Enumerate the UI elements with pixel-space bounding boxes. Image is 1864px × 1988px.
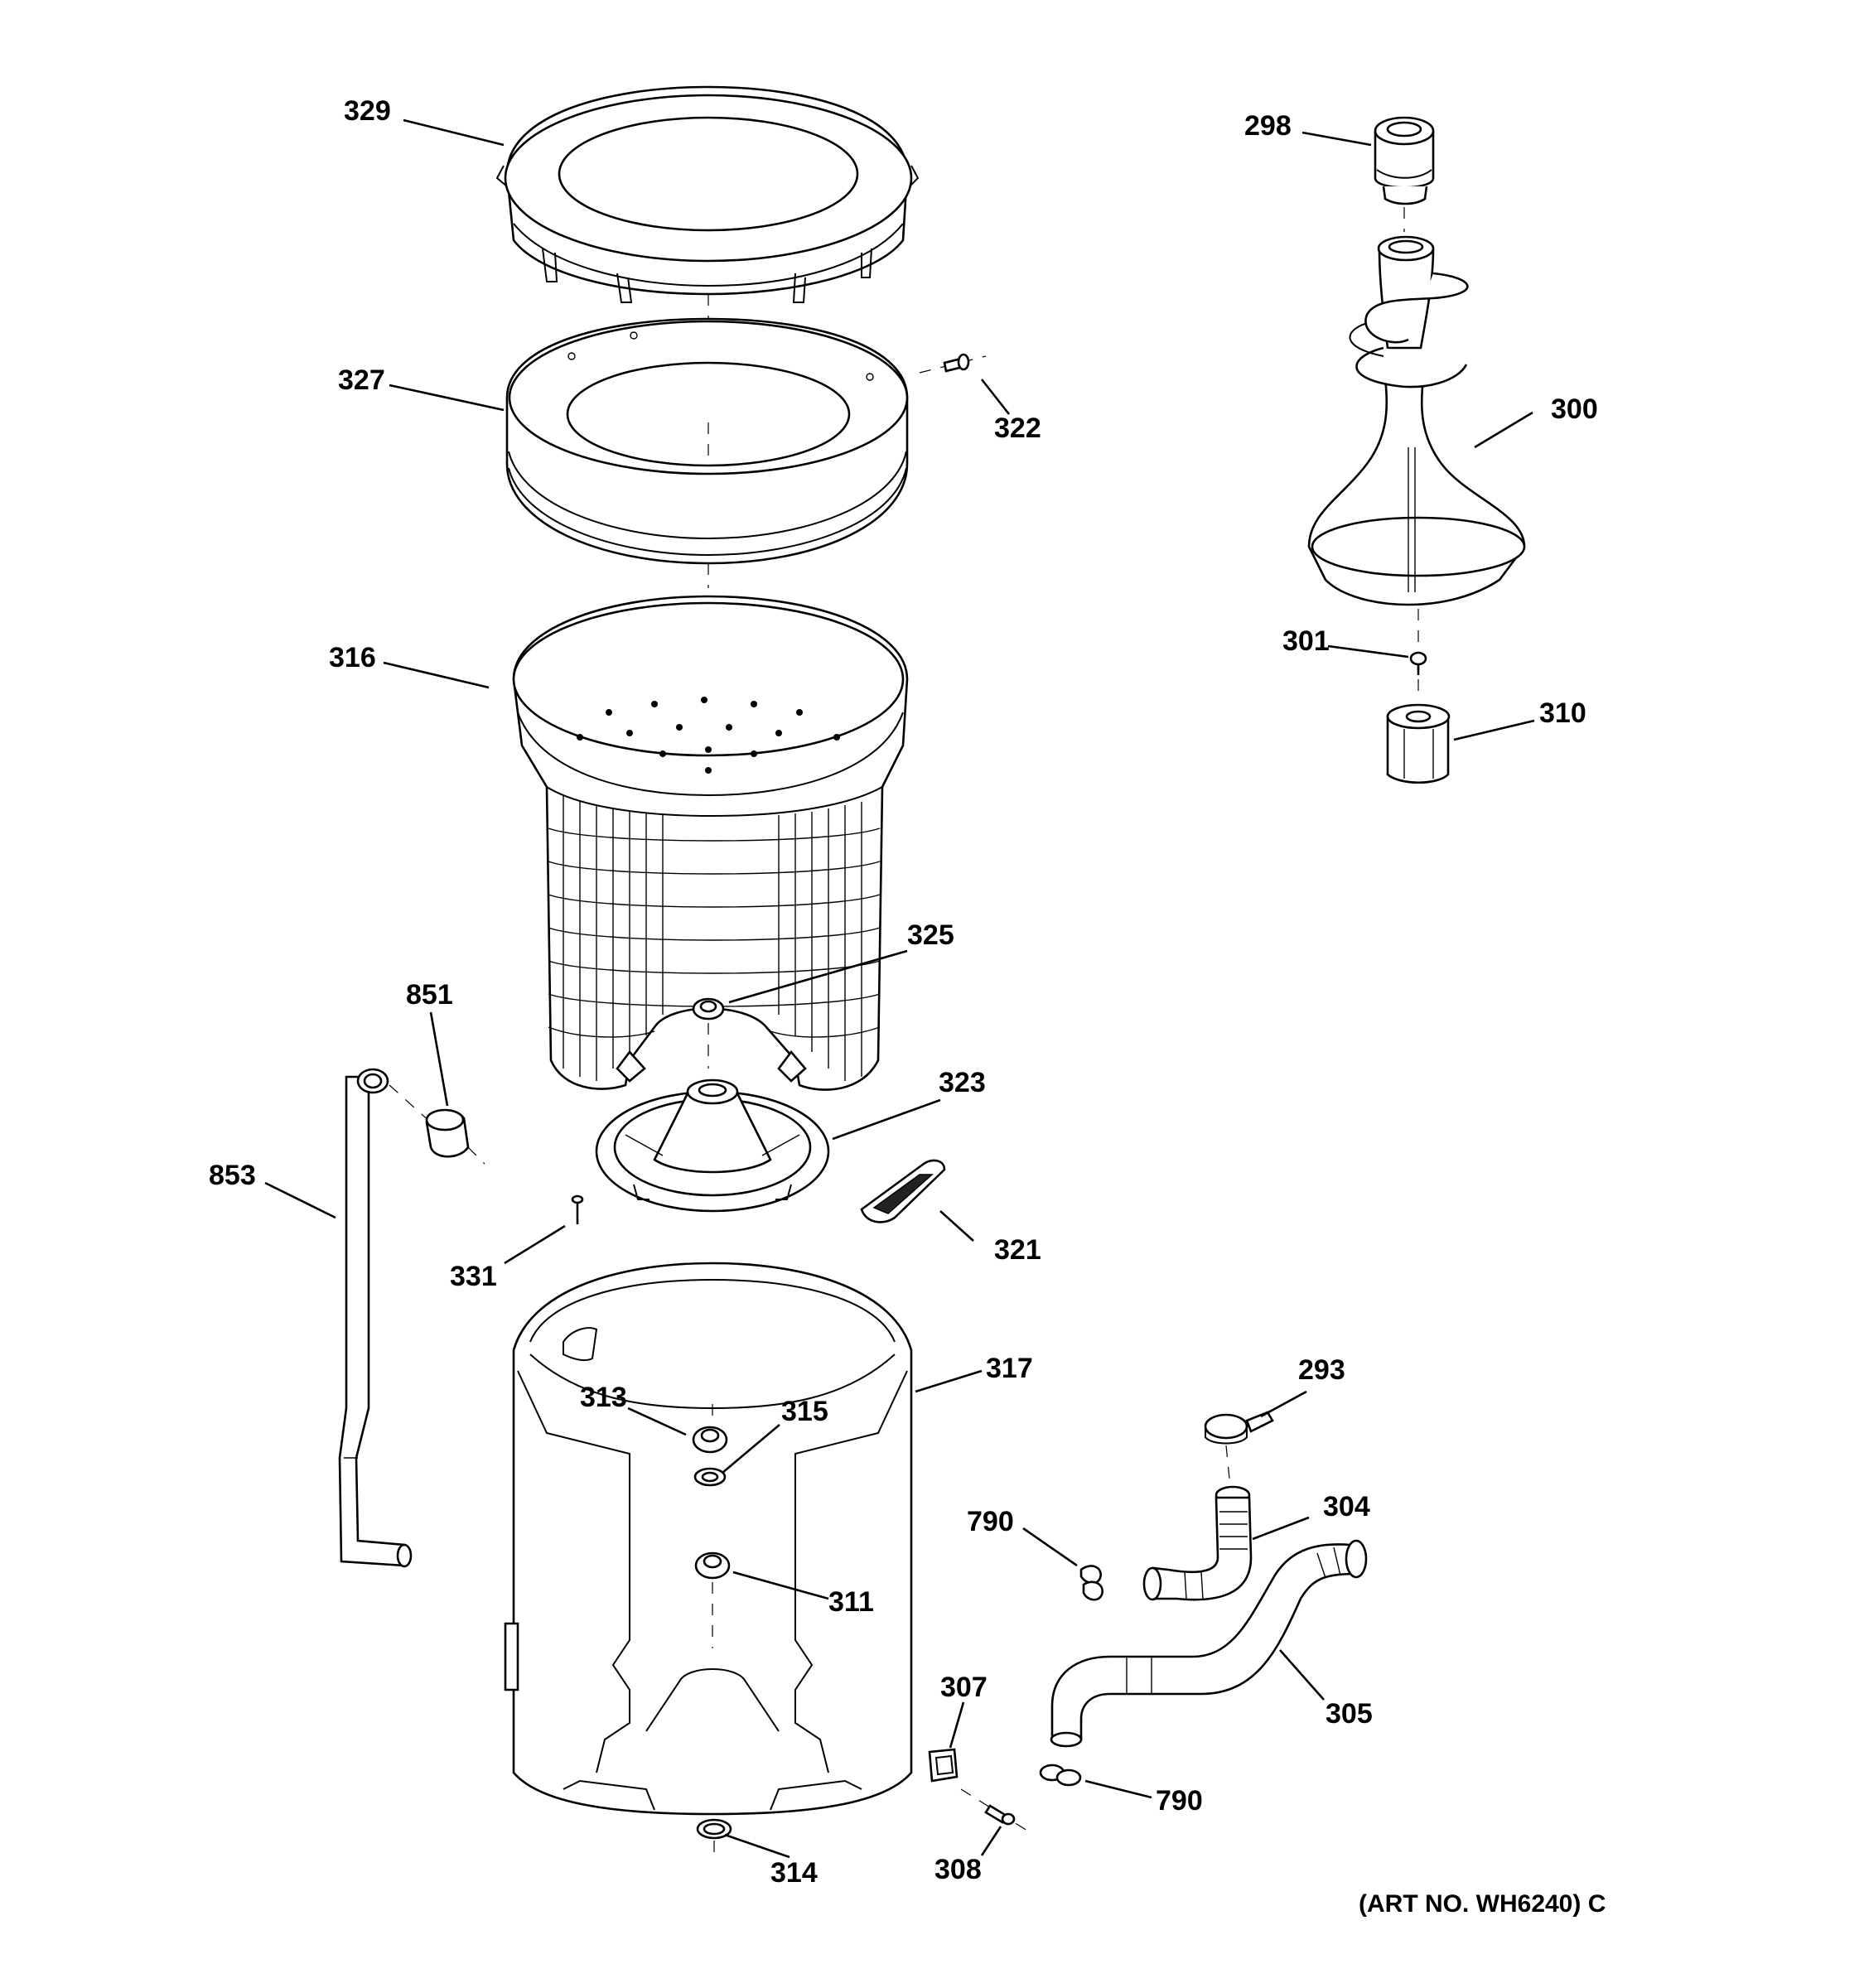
part-327-balance-ring bbox=[505, 317, 909, 588]
part-329-tub-cover bbox=[495, 85, 920, 319]
callout-317: 317 bbox=[986, 1353, 1033, 1384]
part-300-agitator bbox=[1307, 235, 1526, 646]
part-305-hose bbox=[1050, 1539, 1368, 1748]
callout-300: 300 bbox=[1551, 393, 1598, 425]
callout-labels: 329 327 322 316 325 851 853 323 321 331 … bbox=[209, 95, 1598, 1889]
part-315-washer bbox=[693, 1467, 727, 1487]
basket-holes bbox=[577, 697, 840, 774]
callout-322: 322 bbox=[994, 413, 1041, 444]
callout-325: 325 bbox=[907, 919, 954, 951]
part-322-screw bbox=[919, 353, 987, 374]
callout-790-upper: 790 bbox=[967, 1506, 1014, 1537]
callout-851: 851 bbox=[406, 979, 453, 1011]
callout-313: 313 bbox=[580, 1382, 627, 1413]
callout-323: 323 bbox=[939, 1067, 986, 1098]
callout-314: 314 bbox=[770, 1857, 818, 1889]
part-325-nut bbox=[692, 997, 725, 1069]
part-321-filter bbox=[860, 1159, 946, 1223]
callout-304: 304 bbox=[1323, 1491, 1370, 1522]
callout-790-lower: 790 bbox=[1156, 1785, 1203, 1817]
callout-301: 301 bbox=[1282, 625, 1330, 657]
part-790-clamp-lower bbox=[1039, 1764, 1082, 1787]
callout-315: 315 bbox=[781, 1396, 828, 1427]
callout-310: 310 bbox=[1539, 697, 1586, 729]
part-298-agitator-cap bbox=[1374, 116, 1435, 232]
part-293-hose-clamp bbox=[1204, 1411, 1274, 1445]
part-310-agitator-dog bbox=[1386, 703, 1451, 784]
part-331-screw bbox=[571, 1194, 584, 1224]
leader-lines bbox=[264, 118, 1535, 1859]
callout-853: 853 bbox=[209, 1160, 256, 1191]
callout-316: 316 bbox=[329, 642, 376, 673]
part-790-clamp-upper bbox=[1079, 1565, 1103, 1601]
part-313-nut bbox=[692, 1404, 728, 1454]
callout-331: 331 bbox=[450, 1261, 497, 1292]
callout-305: 305 bbox=[1326, 1698, 1373, 1730]
part-301-bolt bbox=[1409, 651, 1427, 700]
part-304-drain-hose bbox=[1142, 1445, 1253, 1601]
callout-321: 321 bbox=[994, 1234, 1041, 1266]
basket-grid bbox=[548, 795, 881, 1081]
callout-329: 329 bbox=[344, 95, 391, 127]
part-308-screw bbox=[960, 1788, 1028, 1831]
art-number: (ART NO. WH6240) C bbox=[1359, 1890, 1606, 1918]
part-307-clip bbox=[928, 1748, 959, 1783]
part-851-cap bbox=[389, 1084, 485, 1165]
callout-308: 308 bbox=[934, 1854, 982, 1885]
callout-293: 293 bbox=[1298, 1354, 1345, 1386]
part-314-oring bbox=[696, 1818, 732, 1860]
callout-307: 307 bbox=[940, 1672, 988, 1703]
callout-311: 311 bbox=[828, 1586, 874, 1618]
part-317-outer-tub bbox=[504, 1262, 913, 1816]
part-316-wash-basket bbox=[512, 595, 909, 1091]
part-311-nut bbox=[694, 1551, 731, 1648]
callout-298: 298 bbox=[1244, 110, 1292, 142]
part-323-hub bbox=[595, 1078, 830, 1213]
callout-327: 327 bbox=[338, 364, 385, 396]
part-853-tube bbox=[338, 1068, 413, 1568]
